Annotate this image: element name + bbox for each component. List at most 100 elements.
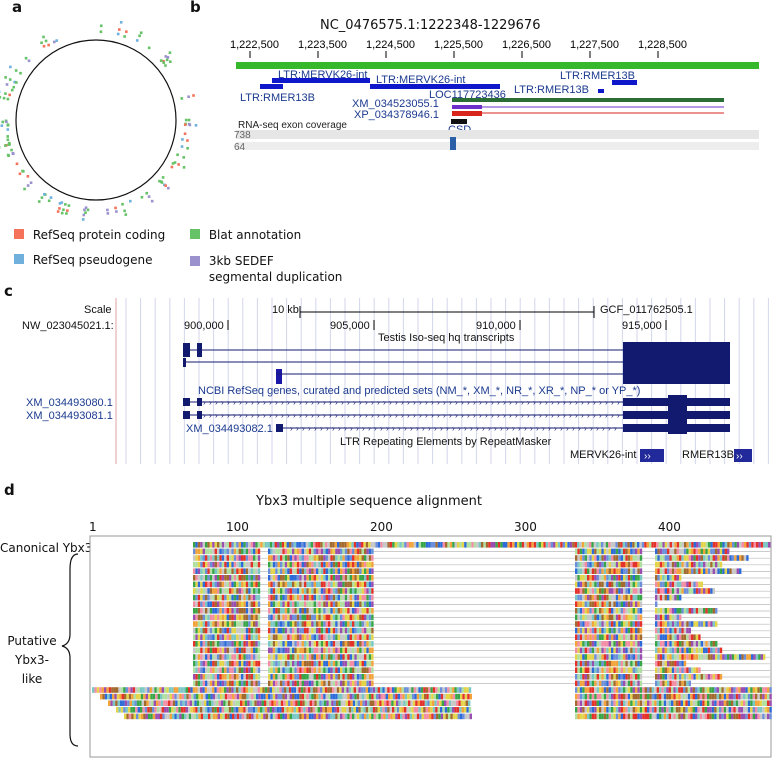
msa-residue [620, 608, 623, 614]
msa-residue [217, 693, 220, 700]
msa-residue [134, 700, 137, 706]
msa-residue [233, 654, 237, 660]
msa-residue [635, 687, 638, 693]
msa-residue [287, 634, 290, 640]
msa-residue [337, 680, 340, 687]
msa-residue [545, 542, 549, 548]
msa-residue [361, 561, 364, 568]
msa-residue [250, 548, 253, 555]
msa-residue [311, 627, 314, 634]
msa-residue [611, 667, 614, 673]
msa-residue [299, 660, 302, 667]
msa-residue [413, 707, 416, 713]
msa-residue [364, 614, 367, 621]
msa-residue [294, 693, 297, 700]
refseq-strand-arrow: › [578, 424, 581, 433]
msa-residue [269, 707, 272, 713]
msa-residue [700, 608, 703, 614]
msa-residue [267, 542, 270, 548]
msa-residue [172, 700, 176, 706]
msa-residue [446, 700, 449, 706]
msa-residue [594, 647, 597, 654]
msa-residue [212, 707, 215, 713]
msa-residue [292, 594, 295, 601]
msa-residue [473, 542, 477, 548]
refseq-strand-arrow: › [575, 398, 578, 407]
msa-residue [296, 542, 299, 548]
msa-residue [248, 588, 251, 594]
circos-mark [26, 175, 30, 178]
msa-residue [371, 693, 374, 700]
msa-residue [195, 555, 198, 561]
msa-residue [762, 693, 765, 700]
msa-residue [625, 654, 628, 660]
msa-residue [582, 707, 585, 713]
msa-residue [243, 687, 246, 693]
msa-residue [255, 641, 258, 647]
msa-residue [368, 674, 372, 680]
msa-residue [698, 634, 701, 640]
msa-residue [676, 608, 679, 614]
msa-residue [642, 700, 645, 706]
msa-residue [674, 634, 677, 640]
msa-residue [719, 713, 722, 720]
msa-residue [238, 680, 241, 687]
msa-residue [632, 680, 635, 687]
msa-residue [294, 601, 297, 607]
msa-residue [200, 634, 203, 640]
msa-residue [743, 555, 747, 561]
msa-residue [587, 568, 590, 574]
msa-residue [289, 647, 292, 654]
msa-residue [601, 647, 604, 654]
msa-residue [746, 555, 749, 561]
msa-residue [197, 561, 201, 568]
msa-residue [294, 561, 297, 568]
msa-residue [618, 561, 621, 568]
msa-residue [182, 700, 185, 706]
msa-residue [389, 707, 392, 713]
msa-residue [325, 614, 328, 621]
msa-residue [268, 647, 271, 654]
msa-residue [637, 561, 640, 568]
msa-residue [330, 555, 333, 561]
msa-residue [152, 693, 156, 700]
msa-residue [727, 555, 730, 561]
msa-residue [186, 693, 189, 700]
msa-residue [637, 713, 640, 720]
msa-residue [340, 588, 343, 594]
msa-residue [229, 614, 232, 621]
msa-residue [615, 568, 619, 574]
msa-residue [664, 667, 667, 673]
msa-residue [282, 568, 285, 574]
msa-residue [209, 601, 213, 607]
circos-mark [170, 165, 174, 169]
msa-residue [236, 614, 239, 621]
msa-residue [735, 713, 739, 720]
msa-residue [207, 627, 210, 634]
msa-residue [669, 654, 672, 660]
msa-residue [514, 542, 517, 548]
msa-residue [695, 667, 699, 673]
msa-residue [219, 634, 222, 640]
msa-residue [236, 601, 239, 607]
refseq-strand-arrow: › [473, 398, 476, 407]
msa-residue [543, 542, 546, 548]
msa-residue [707, 713, 710, 720]
assembly-label: GCF_011762505.1 [600, 304, 693, 316]
msa-residue [214, 542, 217, 548]
legend-label: 3kb SEDEF segmental duplication [208, 254, 343, 284]
msa-residue [205, 621, 208, 627]
msa-residue [356, 614, 360, 621]
refseq-strand-arrow: › [245, 398, 248, 407]
msa-residue [664, 614, 667, 621]
msa-residue [321, 700, 324, 706]
msa-residue [740, 707, 743, 713]
msa-residue [667, 667, 670, 673]
msa-residue [601, 674, 604, 680]
msa-residue [686, 654, 689, 660]
msa-residue [304, 575, 307, 581]
msa-residue [236, 548, 239, 555]
msa-residue [627, 561, 631, 568]
msa-residue [245, 621, 249, 627]
msa-residue [231, 667, 234, 673]
